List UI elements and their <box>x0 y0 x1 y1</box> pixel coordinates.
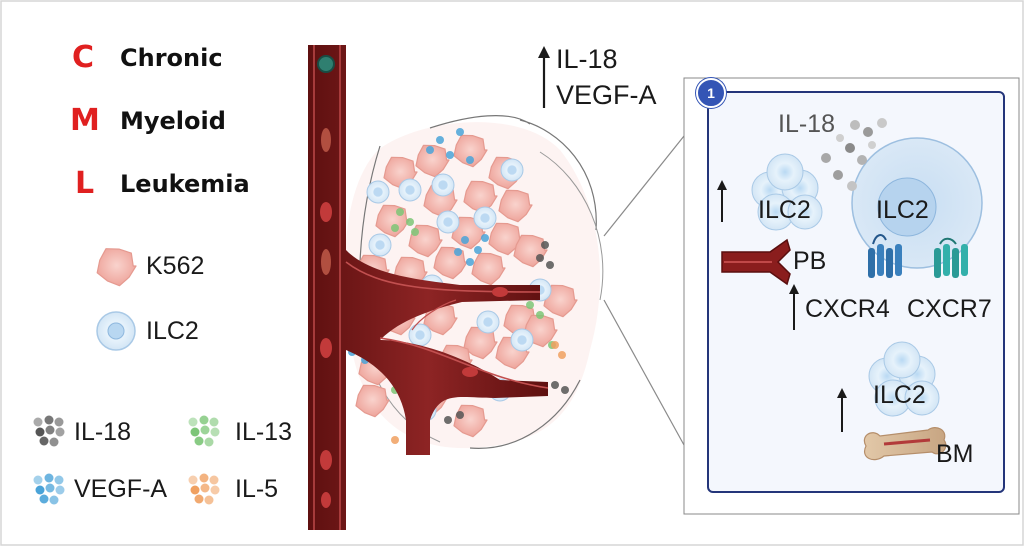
cytokine-dot <box>466 156 474 164</box>
acronym-letter-m: M <box>70 103 100 138</box>
k562-cell <box>471 252 506 286</box>
cytokine-dot <box>446 151 454 159</box>
legend-k562-symbol <box>96 248 137 287</box>
bone-icon <box>863 427 947 461</box>
cytokine-dot <box>456 128 464 136</box>
tumor-up-vegfa: VEGF-A <box>556 80 657 110</box>
k562-cell <box>498 189 533 223</box>
cytokine-dot <box>391 436 399 444</box>
pb-vessel-icon <box>721 238 791 286</box>
legend-il18-dots <box>33 415 65 447</box>
k562-cell <box>415 144 450 178</box>
cytokine-dot <box>561 386 569 394</box>
cytokine-dot <box>536 254 544 262</box>
k562-cell <box>355 384 390 418</box>
tumor-up-arrow <box>538 46 550 108</box>
cytokine-dot <box>411 228 419 236</box>
panel-cxcr7-label: CXCR7 <box>907 295 992 323</box>
cytokine-dot <box>426 146 434 154</box>
ilc2-cell <box>476 310 500 334</box>
legend-ilc2-label: ILC2 <box>146 317 199 345</box>
acronym-letter-l: L <box>75 166 95 201</box>
legend-il5-dots <box>188 473 220 505</box>
acronym-word-leukemia: Leukemia <box>120 170 250 198</box>
cytokine-dot <box>444 416 452 424</box>
cytokine-dot <box>541 241 549 249</box>
cytokine-dot <box>461 236 469 244</box>
legend-ilc2-symbol <box>96 311 136 351</box>
acronym-word-chronic: Chronic <box>120 44 223 72</box>
panel-bm-label: BM <box>936 440 974 468</box>
cytokine-dot <box>466 258 474 266</box>
k562-cell <box>453 134 488 168</box>
tumor-up-il18: IL-18 <box>556 44 618 74</box>
ilc2-cell <box>368 233 392 257</box>
cytokine-dot <box>474 246 482 254</box>
panel-ilc2-center-label: ILC2 <box>876 196 929 224</box>
k562-cell <box>463 326 498 360</box>
panel-badge: 1 <box>696 78 726 108</box>
cxcr4-receptor <box>868 234 902 278</box>
ilc2-cluster-left <box>751 153 823 231</box>
ilc2-cell <box>473 206 497 230</box>
ilc2-cell <box>436 210 460 234</box>
legend-vegfa-dots <box>33 473 65 505</box>
panel-il18-label: IL-18 <box>778 110 835 138</box>
ilc2-cell <box>431 173 455 197</box>
il18-particles <box>821 118 887 191</box>
legend-vegfa-label: VEGF-A <box>74 475 168 503</box>
cytokine-dot <box>436 136 444 144</box>
panel-ilc2-left-label: ILC2 <box>758 196 811 224</box>
cytokine-dot <box>546 261 554 269</box>
panel-cxcr4-label: CXCR4 <box>805 295 890 323</box>
cytokine-dot <box>551 381 559 389</box>
cytokine-dot <box>558 351 566 359</box>
zoom-line-bottom <box>603 299 685 446</box>
ilc2-cell <box>500 158 524 182</box>
ilc2-cell <box>398 178 422 202</box>
ilc2-cell <box>366 180 390 204</box>
legend-il13-label: IL-13 <box>235 418 292 446</box>
cytokine-dot <box>391 224 399 232</box>
legend-il5-label: IL-5 <box>235 475 279 503</box>
zoom-line-top <box>603 135 685 237</box>
panel-pb-label: PB <box>793 247 827 275</box>
cytokine-dot <box>551 341 559 349</box>
ilc2-cell <box>510 328 534 352</box>
ilc2-cell <box>408 323 432 347</box>
legend-il18-label: IL-18 <box>74 418 131 446</box>
panel-up-arrows <box>717 180 847 432</box>
cytokine-dot <box>481 234 489 242</box>
panel-ilc2-bottom-label: ILC2 <box>873 381 926 409</box>
cytokine-dot <box>536 311 544 319</box>
cytokine-dot <box>456 411 464 419</box>
acronym-word-myeloid: Myeloid <box>120 107 226 135</box>
cxcr7-receptor <box>934 237 968 278</box>
zoom-panel <box>683 77 1020 515</box>
k562-cell <box>488 222 523 256</box>
cytokine-dot <box>526 301 534 309</box>
ilc2-cluster-bottom <box>868 341 940 417</box>
acronym-letter-c: C <box>72 40 95 75</box>
cytokine-dot <box>396 208 404 216</box>
cytokine-dot <box>454 248 462 256</box>
legend-il13-dots <box>188 415 220 447</box>
legend-k562-label: K562 <box>146 252 205 280</box>
cytokine-dot <box>406 218 414 226</box>
blood-vessel <box>308 45 549 530</box>
k562-cell <box>96 248 137 287</box>
